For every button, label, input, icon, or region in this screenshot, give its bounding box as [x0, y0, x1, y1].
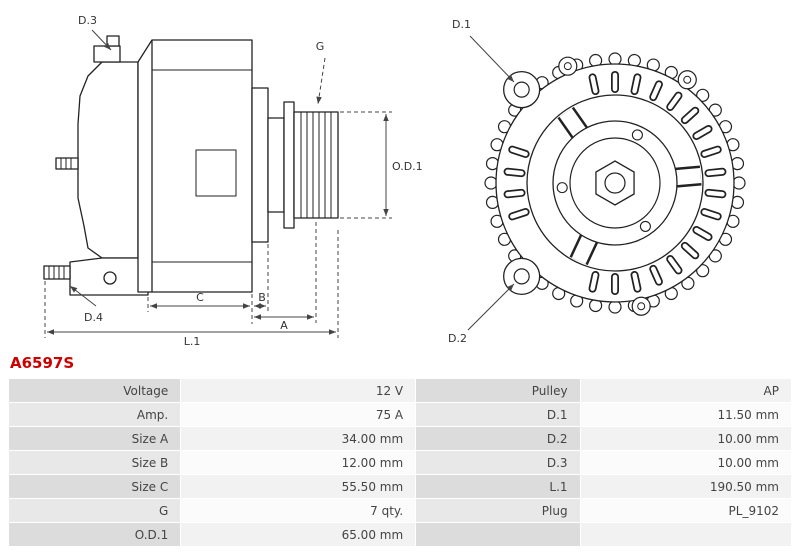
spec-label-amp: Amp. [7, 402, 182, 427]
spec-value-pulley: AP [579, 378, 793, 403]
spec-value-size-c: 55.50 mm [180, 474, 417, 499]
label-b: B [258, 291, 266, 304]
spec-value-l1: 190.50 mm [579, 474, 793, 499]
spec-label-g: G [7, 498, 182, 523]
spec-value-d2: 10.00 mm [579, 426, 793, 451]
label-l1: L.1 [184, 335, 201, 348]
spec-label-empty [415, 522, 581, 547]
label-od1: O.D.1 [392, 160, 423, 173]
rear-view-drawing [484, 52, 746, 316]
spec-row: Voltage 12 V Pulley AP [7, 378, 793, 403]
label-d1: D.1 [452, 18, 471, 31]
terminal-block [93, 45, 121, 63]
spec-value-od1: 65.00 mm [180, 522, 417, 547]
spec-value-size-a: 34.00 mm [180, 426, 417, 451]
spec-value-amp: 75 A [180, 402, 417, 427]
spec-label-size-a: Size A [7, 426, 182, 451]
spec-label-d2: D.2 [415, 426, 581, 451]
spec-value-d1: 11.50 mm [579, 402, 793, 427]
spec-label-d3: D.3 [415, 450, 581, 475]
spec-label-pulley: Pulley [415, 378, 581, 403]
spec-label-d1: D.1 [415, 402, 581, 427]
label-d4: D.4 [84, 311, 103, 324]
alternator-diagram-svg: D.3 G O.D.1 D.4 C B A L.1 D.1 D.2 [43, 14, 746, 348]
rear-cover [77, 61, 139, 259]
d4-bolt [43, 265, 71, 280]
spec-row: G 7 qty. Plug PL_9102 [7, 498, 793, 523]
spec-label-voltage: Voltage [7, 378, 182, 403]
part-code-link[interactable]: A6597S [10, 354, 75, 372]
side-view-drawing [43, 35, 339, 296]
dimension-lines [44, 29, 515, 338]
spec-label-od1: O.D.1 [7, 522, 182, 547]
spec-label-l1: L.1 [415, 474, 581, 499]
spec-row: Size B 12.00 mm D.3 10.00 mm [7, 450, 793, 475]
label-d2: D.2 [448, 332, 467, 345]
spec-value-size-b: 12.00 mm [180, 450, 417, 475]
spec-row: Size C 55.50 mm L.1 190.50 mm [7, 474, 793, 499]
spec-value-d3: 10.00 mm [579, 450, 793, 475]
spec-label-size-b: Size B [7, 450, 182, 475]
spec-label-plug: Plug [415, 498, 581, 523]
spec-row: Size A 34.00 mm D.2 10.00 mm [7, 426, 793, 451]
label-c: C [196, 291, 204, 304]
label-d3: D.3 [78, 14, 97, 27]
front-bracket [251, 87, 269, 243]
spec-table: Voltage 12 V Pulley AP Amp. 75 A D.1 11.… [7, 378, 793, 547]
dimension-labels: D.3 G O.D.1 D.4 C B A L.1 D.1 D.2 [78, 14, 471, 348]
spec-value-empty [579, 522, 793, 547]
label-g: G [316, 40, 325, 53]
spec-value-voltage: 12 V [180, 378, 417, 403]
spec-value-g: 7 qty. [180, 498, 417, 523]
spec-label-size-c: Size C [7, 474, 182, 499]
spec-row: O.D.1 65.00 mm [7, 522, 793, 547]
label-a: A [280, 319, 288, 332]
spec-value-plug: PL_9102 [579, 498, 793, 523]
spec-row: Amp. 75 A D.1 11.50 mm [7, 402, 793, 427]
content-area: A6597S Voltage 12 V Pulley AP Amp. 75 A … [0, 352, 800, 547]
d3-bolt [106, 35, 120, 47]
pulley-flange [283, 101, 295, 229]
technical-drawing: D.3 G O.D.1 D.4 C B A L.1 D.1 D.2 [43, 14, 746, 348]
side-stud [55, 157, 79, 170]
